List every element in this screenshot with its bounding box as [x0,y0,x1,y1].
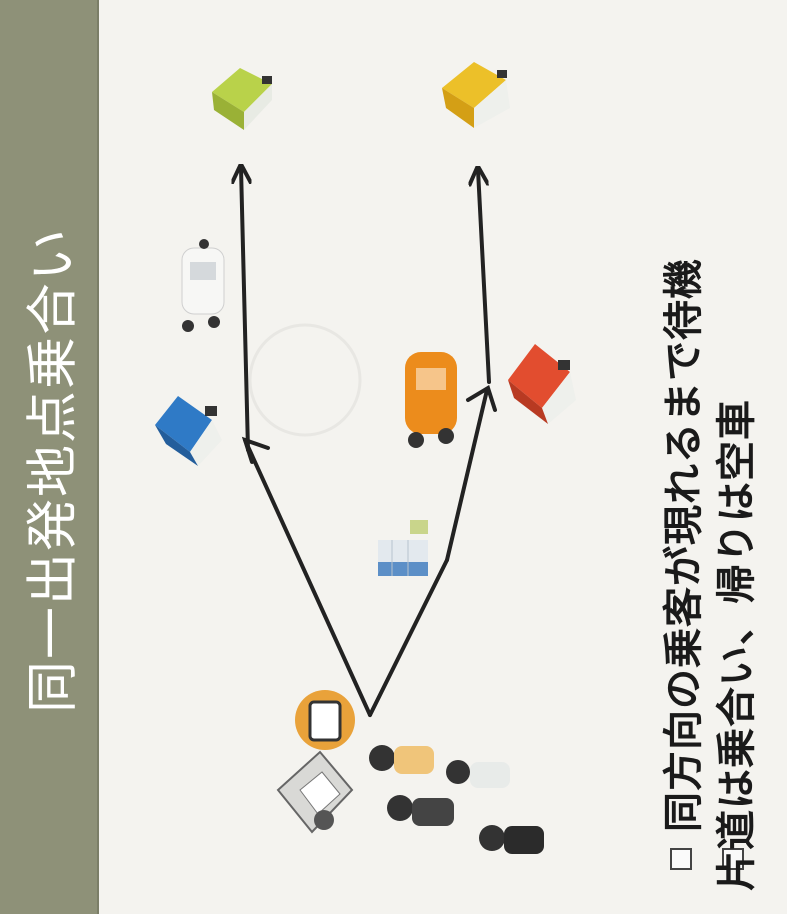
route-arrow-left [241,168,248,452]
house-red-icon [508,344,576,424]
house-yellow-icon [442,62,510,128]
route-line-right-mid [445,388,489,562]
route-line-left-lower [243,438,372,717]
people-group-icon [369,745,544,854]
bullet-checkbox-2 [722,848,744,870]
route-arrows [241,168,497,717]
car-white-icon [181,239,225,332]
house-green-icon [212,68,272,130]
building-icon [378,520,428,576]
bullet-text-2: 片道は乗合い、帰りは空車 [714,399,760,891]
bullet-text-1: 同方向の乗客が現れるまで待機 [661,258,707,832]
arrowhead-right-mid [466,384,497,412]
faint-circle [248,323,362,437]
arrowhead-left-lower [241,436,270,464]
station-icon [276,750,354,834]
car-orange-icon [405,352,457,448]
house-blue-icon [155,396,222,466]
title-band: 同一出発地点乗合い [0,0,99,914]
route-line-right-start [368,558,449,717]
route-arrow-right [478,170,491,384]
bullet-checkbox-1 [670,848,692,870]
smartphone-icon [295,690,355,750]
